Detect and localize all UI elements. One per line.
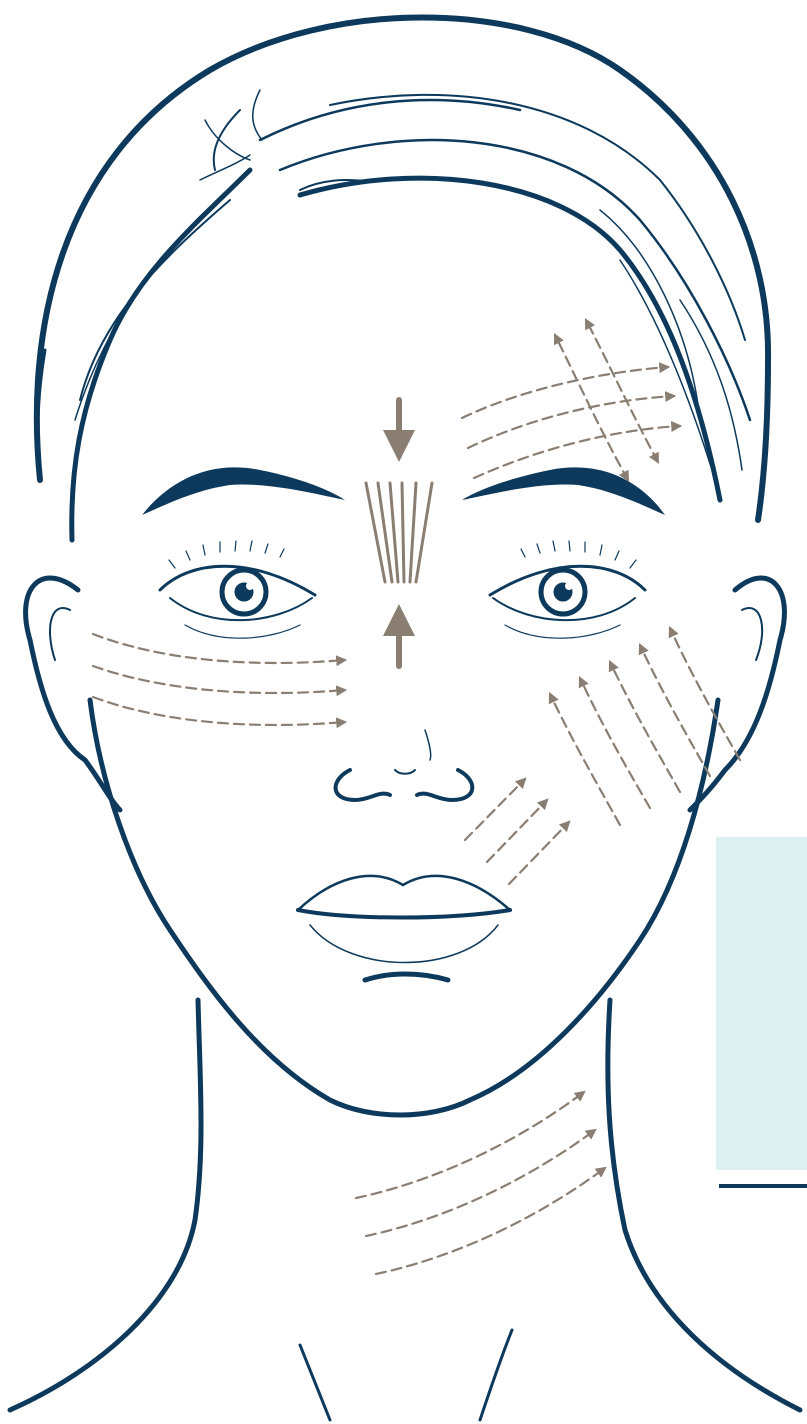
- left-cheek-arrows: [93, 634, 345, 725]
- right-eyebrow: [462, 467, 665, 515]
- arrow-down-icon: [383, 400, 415, 462]
- right-eye: [490, 541, 645, 638]
- nasolabial-arrows: [465, 779, 569, 884]
- glabella-lines: [366, 483, 432, 582]
- left-eye: [160, 541, 315, 638]
- side-panel: [716, 837, 807, 1170]
- lips: [298, 876, 510, 980]
- arrow-up-icon: [383, 604, 415, 666]
- panel-divider: [719, 1184, 807, 1188]
- nose: [336, 730, 473, 800]
- massage-arrows: [93, 320, 740, 1274]
- neck-arrows: [356, 1092, 605, 1274]
- forehead-arrows: [462, 320, 680, 480]
- left-eyebrow: [142, 467, 345, 515]
- face-outline: [10, 578, 800, 1420]
